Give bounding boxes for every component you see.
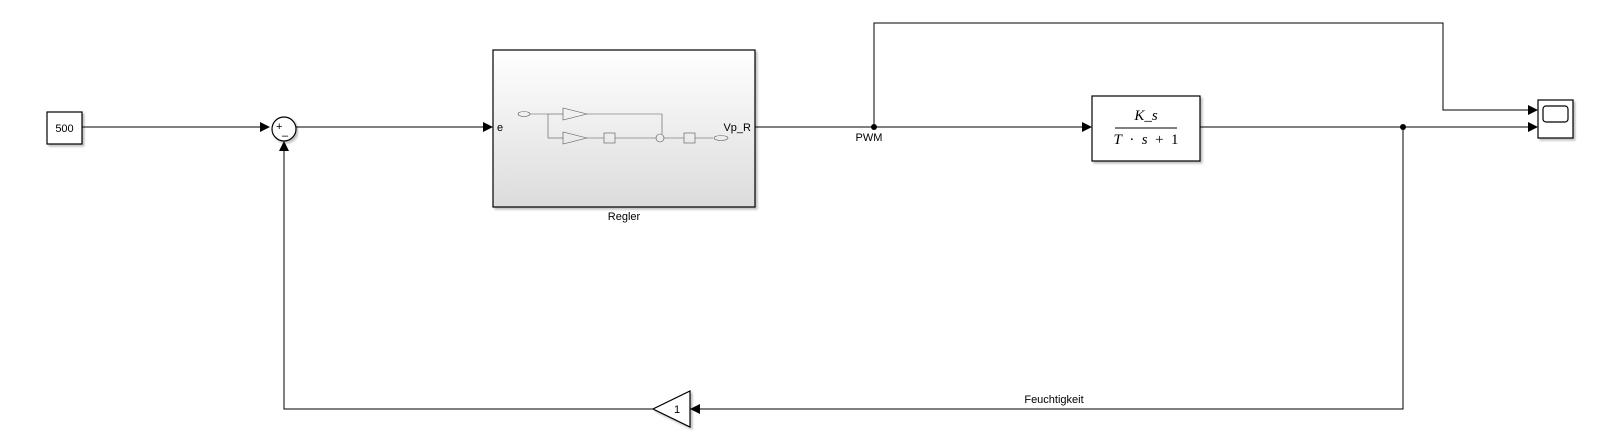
regler-subsystem[interactable]: e Vp_R xyxy=(492,49,756,208)
gain-value: 1 xyxy=(674,404,680,416)
regler-output-port-label: Vp_R xyxy=(723,122,751,134)
gain-block[interactable]: 1 xyxy=(651,390,691,428)
wire-pwm-to-scope[interactable] xyxy=(873,22,1528,127)
arrowhead-tf-input xyxy=(1082,122,1092,132)
arrowhead-scope-input-1 xyxy=(1528,105,1538,115)
scope-icon xyxy=(1542,105,1569,123)
regler-input-port-label: e xyxy=(497,122,503,134)
constant-block[interactable]: 500 xyxy=(46,111,83,145)
wire-feedback[interactable] xyxy=(690,127,1404,410)
tf-denominator: T · s + 1 xyxy=(1114,131,1179,148)
arrowhead-scope-input-2 xyxy=(1528,122,1538,132)
transfer-function-block[interactable]: K_s T · s + 1 xyxy=(1091,95,1201,162)
arrowhead-sum-feedback xyxy=(279,141,289,151)
constant-value: 500 xyxy=(55,123,73,135)
wire-gain-to-sum[interactable] xyxy=(283,151,653,410)
arrowhead-gain-input xyxy=(690,404,700,414)
sum-block[interactable]: + – xyxy=(271,116,297,142)
signal-label-feedback: Feuchtigkeit xyxy=(1024,394,1083,406)
scope-block[interactable] xyxy=(1537,99,1574,139)
arrowhead-regler-input xyxy=(483,122,493,132)
arrowhead-sum-input xyxy=(260,122,270,132)
branch-point-pwm xyxy=(871,124,877,130)
sum-plus-sign: + xyxy=(276,121,282,133)
subsystem-preview xyxy=(517,107,729,145)
regler-name-label: Regler xyxy=(608,211,641,223)
tf-numerator: K_s xyxy=(1133,108,1158,124)
signal-label-pwm: PWM xyxy=(856,132,883,144)
sum-minus-sign: – xyxy=(282,130,289,142)
